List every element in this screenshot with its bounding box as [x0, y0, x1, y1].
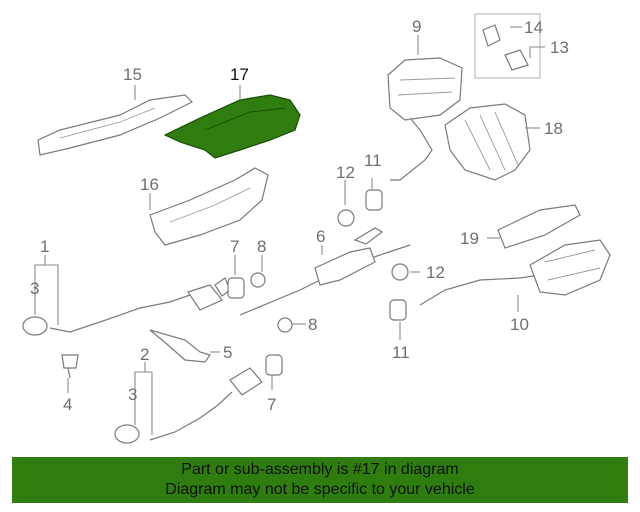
callout-8b: 8	[308, 315, 317, 334]
callout-6: 6	[316, 227, 325, 246]
hanger-12a[interactable]	[337, 209, 355, 227]
part-19-heat-shield[interactable]	[497, 204, 581, 249]
callout-19: 19	[460, 229, 479, 248]
part-16-heat-shield[interactable]	[149, 167, 269, 246]
callout-14: 14	[524, 18, 543, 37]
callout-12b: 12	[426, 263, 445, 282]
gasket-11a[interactable]	[365, 189, 383, 211]
gasket-7b[interactable]	[265, 354, 283, 376]
part-10-rear-muffler[interactable]	[419, 239, 611, 306]
callout-7b: 7	[267, 395, 276, 414]
part-9-muffler[interactable]	[387, 57, 463, 181]
callout-11b: 11	[392, 343, 410, 362]
info-banner: Part or sub-assembly is #17 in diagram D…	[12, 457, 628, 503]
banner-line-1: Part or sub-assembly is #17 in diagram	[181, 461, 459, 478]
gasket-3a[interactable]	[22, 316, 48, 336]
callout-9: 9	[412, 17, 421, 36]
hanger-12b[interactable]	[391, 263, 409, 281]
gasket-11b[interactable]	[389, 299, 407, 321]
callout-17: 17	[230, 65, 249, 84]
nut-8b[interactable]	[277, 317, 293, 333]
bolt-4[interactable]	[61, 354, 79, 379]
callout-2: 2	[140, 345, 149, 364]
callout-3b: 3	[128, 385, 137, 404]
callout-11a: 11	[364, 151, 382, 170]
banner-line-2: Diagram may not be specific to your vehi…	[165, 481, 475, 498]
exhaust-parts-diagram: 15 17 16 9 14 13 18 19 10 12 11 12 11 6 …	[22, 13, 611, 444]
callout-3a: 3	[30, 279, 39, 298]
leader-lines	[34, 26, 545, 435]
callout-10: 10	[510, 315, 529, 334]
callout-5: 5	[223, 343, 232, 362]
part-1-front-pipe[interactable]	[49, 277, 231, 333]
gasket-7a[interactable]	[227, 277, 245, 299]
part-6-center-pipe[interactable]	[239, 227, 411, 316]
bracket-5[interactable]	[149, 329, 211, 363]
nut-8a[interactable]	[250, 272, 266, 288]
callout-18: 18	[544, 119, 563, 138]
part-18-heat-shield[interactable]	[444, 103, 531, 181]
part-2-front-pipe[interactable]	[149, 367, 263, 441]
callout-1: 1	[40, 237, 49, 256]
part-13-hanger-kit[interactable]	[474, 13, 541, 79]
callout-7a: 7	[230, 237, 239, 256]
callout-15: 15	[123, 65, 142, 84]
part-15-heat-shield[interactable]	[37, 94, 194, 156]
callout-4: 4	[63, 395, 72, 414]
gasket-3b[interactable]	[114, 424, 140, 444]
callout-13: 13	[550, 38, 569, 57]
callout-8a: 8	[257, 237, 266, 256]
callout-12a: 12	[336, 163, 355, 182]
callout-16: 16	[140, 175, 159, 194]
